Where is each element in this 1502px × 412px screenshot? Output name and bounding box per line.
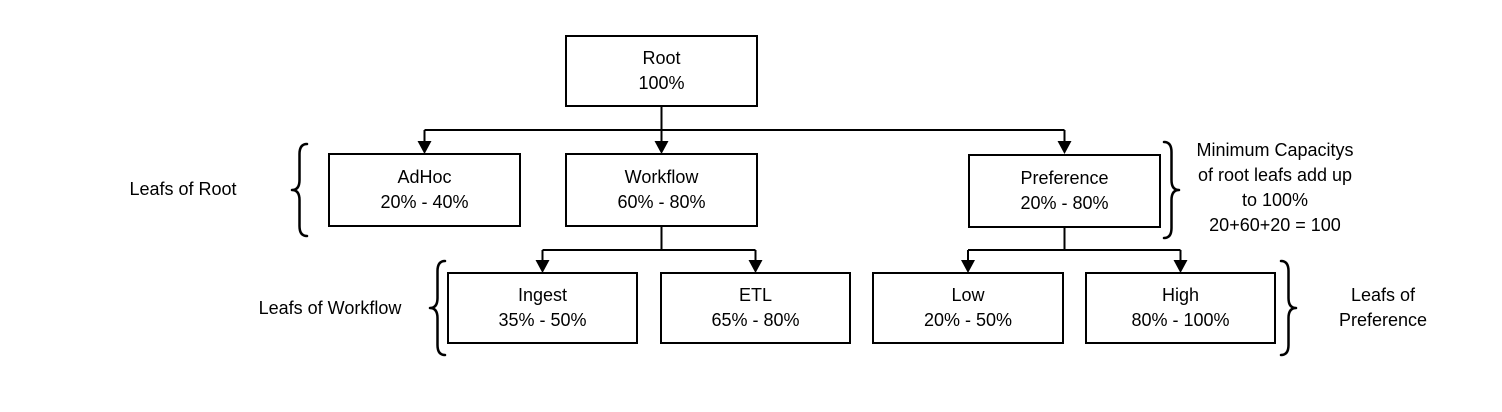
arrowhead-workflow	[654, 141, 669, 154]
node-low-title: Low	[951, 285, 985, 305]
node-adhoc: AdHoc 20% - 40%	[328, 153, 521, 227]
arrowhead-preference	[1057, 141, 1072, 154]
note-line-1: Minimum Capacitys	[1196, 140, 1354, 160]
label-minimum-capacity-note: Minimum Capacitys of root leafs add up t…	[1175, 138, 1375, 238]
arrowhead-low	[961, 260, 975, 273]
label-leafs-of-preference: Leafs of Preference	[1313, 283, 1453, 333]
brace-leafs-of-workflow	[428, 259, 447, 357]
node-workflow: Workflow 60% - 80%	[565, 153, 758, 227]
label-leafs-of-root: Leafs of Root	[129, 179, 237, 199]
node-low-range: 20% - 50%	[923, 310, 1013, 330]
node-preference-range: 20% - 80%	[1020, 193, 1109, 213]
node-high-title: High	[1161, 285, 1200, 305]
edge-workflow-children	[535, 227, 763, 273]
brace-leafs-of-root	[290, 142, 309, 238]
node-adhoc-title: AdHoc	[397, 167, 452, 187]
node-ingest: Ingest 35% - 50%	[447, 272, 638, 344]
node-preference: Preference 20% - 80%	[968, 154, 1161, 228]
node-ingest-range: 35% - 50%	[498, 310, 587, 330]
node-root-title: Root	[642, 48, 681, 68]
brace-leafs-of-preference	[1279, 259, 1298, 357]
node-root: Root 100%	[565, 35, 758, 107]
arrowhead-adhoc	[417, 141, 432, 154]
arrowhead-high	[1173, 260, 1188, 273]
label-leafs-of-workflow: Leafs of Workflow	[258, 298, 402, 318]
node-workflow-title: Workflow	[624, 167, 699, 187]
note-line-3: to 100%	[1241, 190, 1309, 210]
node-etl: ETL 65% - 80%	[660, 272, 851, 344]
node-low: Low 20% - 50%	[872, 272, 1064, 344]
arrowhead-etl	[748, 260, 763, 273]
node-adhoc-range: 20% - 40%	[380, 192, 469, 212]
node-ingest-title: Ingest	[517, 285, 568, 305]
node-preference-title: Preference	[1020, 168, 1109, 188]
node-root-range: 100%	[638, 73, 685, 93]
node-workflow-range: 60% - 80%	[617, 192, 706, 212]
node-etl-title: ETL	[738, 285, 772, 305]
note-line-4: 20+60+20 = 100	[1209, 215, 1341, 235]
leafs-of-preference-line-1: Leafs of	[1350, 285, 1416, 305]
leafs-of-preference-line-2: Preference	[1338, 310, 1428, 330]
node-high-range: 80% - 100%	[1131, 310, 1230, 330]
brace-note	[1162, 140, 1181, 240]
node-high: High 80% - 100%	[1085, 272, 1276, 344]
edge-preference-children	[961, 228, 1188, 273]
arrowhead-ingest	[535, 260, 550, 273]
node-etl-range: 65% - 80%	[711, 310, 800, 330]
edge-root-children	[417, 107, 1072, 154]
note-line-2: of root leafs add up	[1197, 165, 1353, 185]
